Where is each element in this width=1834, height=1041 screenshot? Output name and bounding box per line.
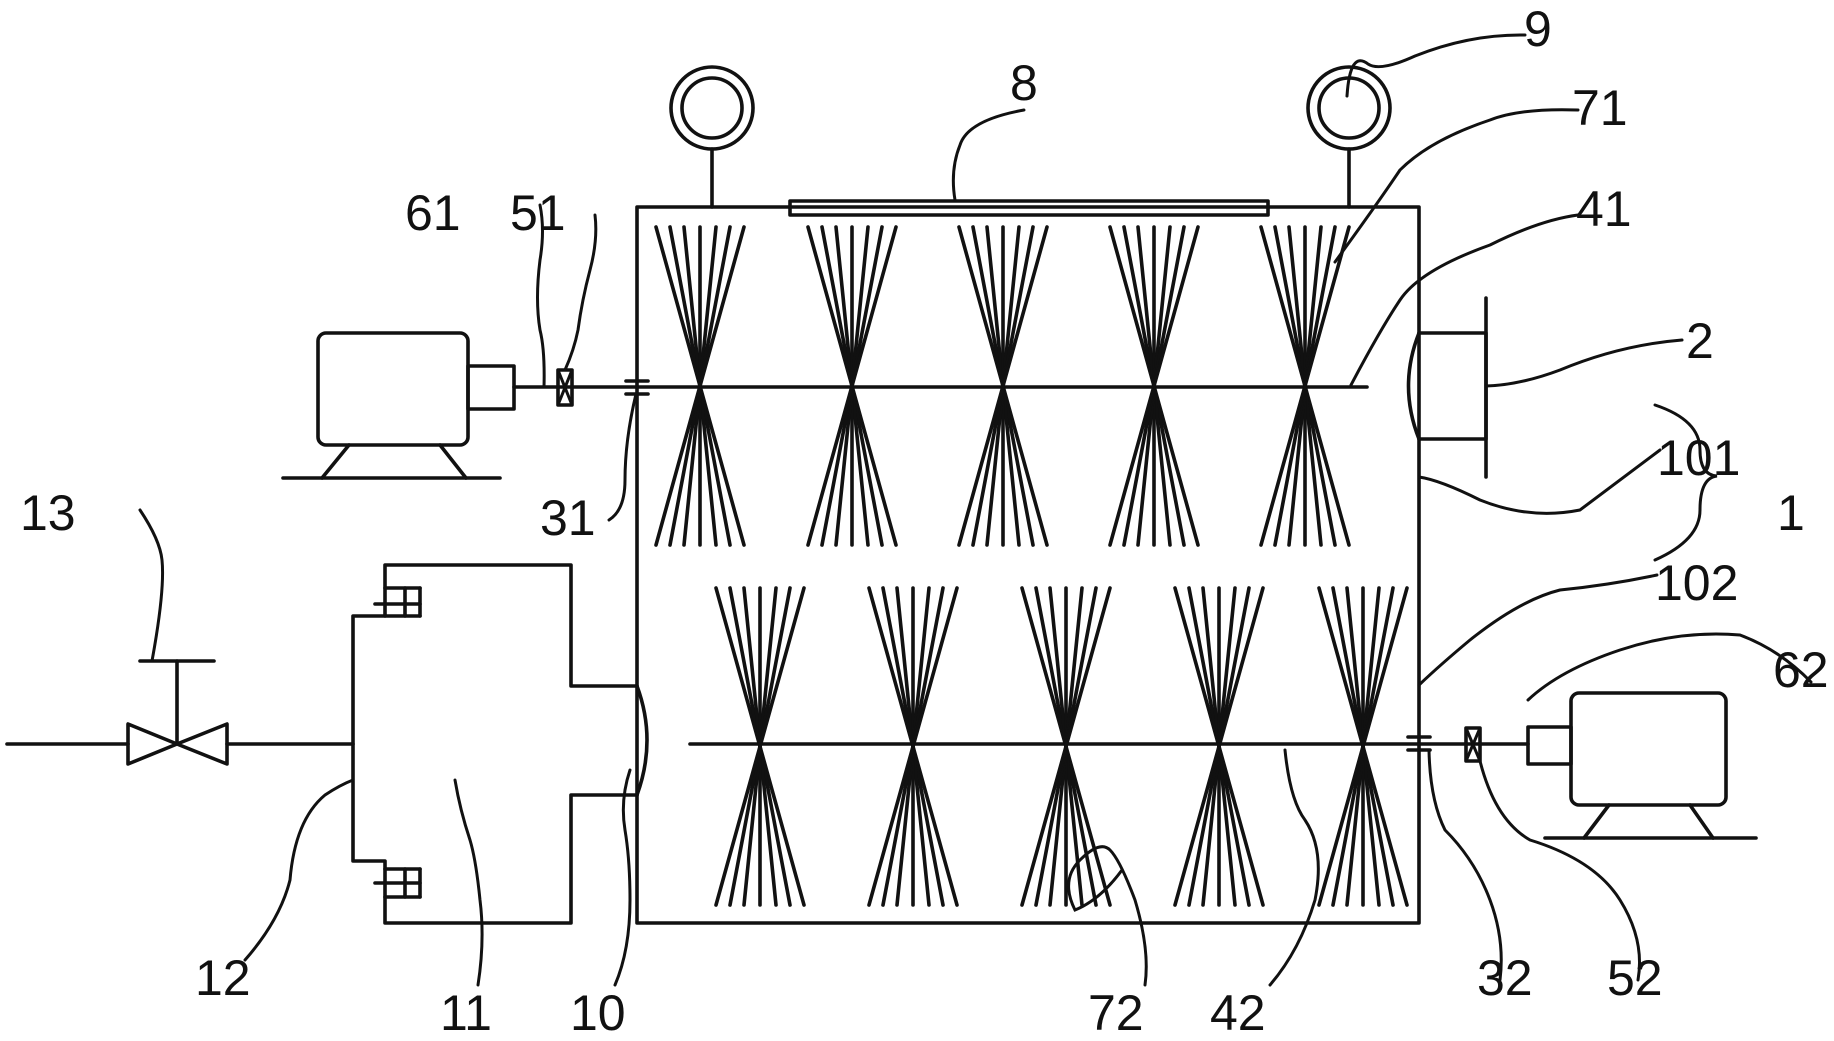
blade-fan-upper-2 <box>806 225 898 547</box>
lower-coupling <box>1464 726 1482 763</box>
label-42: 42 <box>1210 985 1266 1041</box>
label-2: 2 <box>1686 313 1714 369</box>
pressure-gauge-left <box>669 65 755 209</box>
label-11: 11 <box>440 985 492 1041</box>
blade-fan-lower-5 <box>1317 586 1409 907</box>
feed-hopper <box>351 563 649 925</box>
blade-fan-upper-5 <box>1259 225 1351 547</box>
label-1: 1 <box>1777 485 1805 541</box>
label-32: 32 <box>1477 950 1533 1006</box>
blade-fan-lower-1 <box>714 586 806 907</box>
label-8: 8 <box>1010 55 1038 111</box>
label-10: 10 <box>570 985 626 1041</box>
label-72: 72 <box>1088 985 1144 1041</box>
label-71: 71 <box>1572 80 1628 136</box>
flange-bolt-bottom <box>373 867 422 899</box>
blade-fan-upper-1 <box>654 225 746 547</box>
label-12: 12 <box>195 950 251 1006</box>
label-9: 9 <box>1524 1 1552 57</box>
flange-bolt-top <box>373 586 422 618</box>
blade-fan-upper-3 <box>957 225 1049 547</box>
label-62: 62 <box>1773 642 1829 698</box>
label-31: 31 <box>540 490 596 546</box>
label-52: 52 <box>1607 950 1663 1006</box>
label-13: 13 <box>20 485 76 541</box>
blade-fan-lower-2 <box>867 586 959 907</box>
label-61: 61 <box>405 185 461 241</box>
label-51: 51 <box>510 185 566 241</box>
top-bar <box>788 199 1270 217</box>
agitator-blades <box>654 225 1409 907</box>
lower-motor <box>1526 691 1758 840</box>
blade-fan-lower-4 <box>1173 586 1265 907</box>
leader-lines <box>138 33 1813 987</box>
label-41: 41 <box>1576 181 1632 237</box>
blade-fan-lower-3 <box>1020 586 1112 907</box>
label-102: 102 <box>1655 555 1738 611</box>
inlet-valve <box>126 659 229 766</box>
blade-fan-upper-4 <box>1108 225 1200 547</box>
label-101: 101 <box>1657 430 1740 486</box>
upper-motor <box>281 331 516 480</box>
vessel-body <box>635 205 1421 925</box>
